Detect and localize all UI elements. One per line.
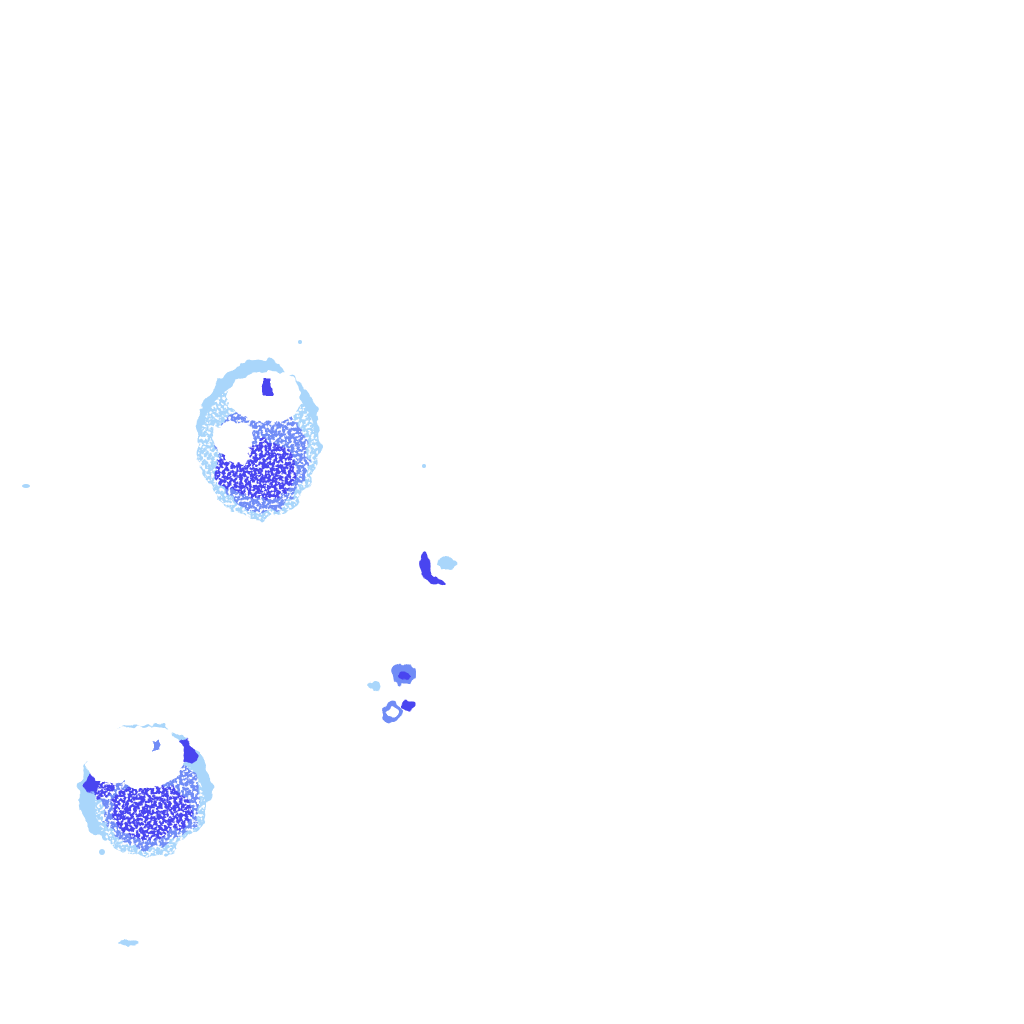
precip-speck bbox=[119, 939, 137, 947]
precip-core bbox=[211, 421, 255, 464]
precip-cluster-upper bbox=[196, 362, 320, 520]
precip-cluster-lower bbox=[79, 724, 211, 860]
precip-cell-mid bbox=[420, 552, 456, 586]
precip-cell-small bbox=[367, 663, 416, 691]
precip-core bbox=[227, 371, 301, 422]
precip-cell-small bbox=[382, 701, 414, 722]
precip-core bbox=[85, 726, 185, 788]
precip-speck bbox=[22, 340, 426, 855]
